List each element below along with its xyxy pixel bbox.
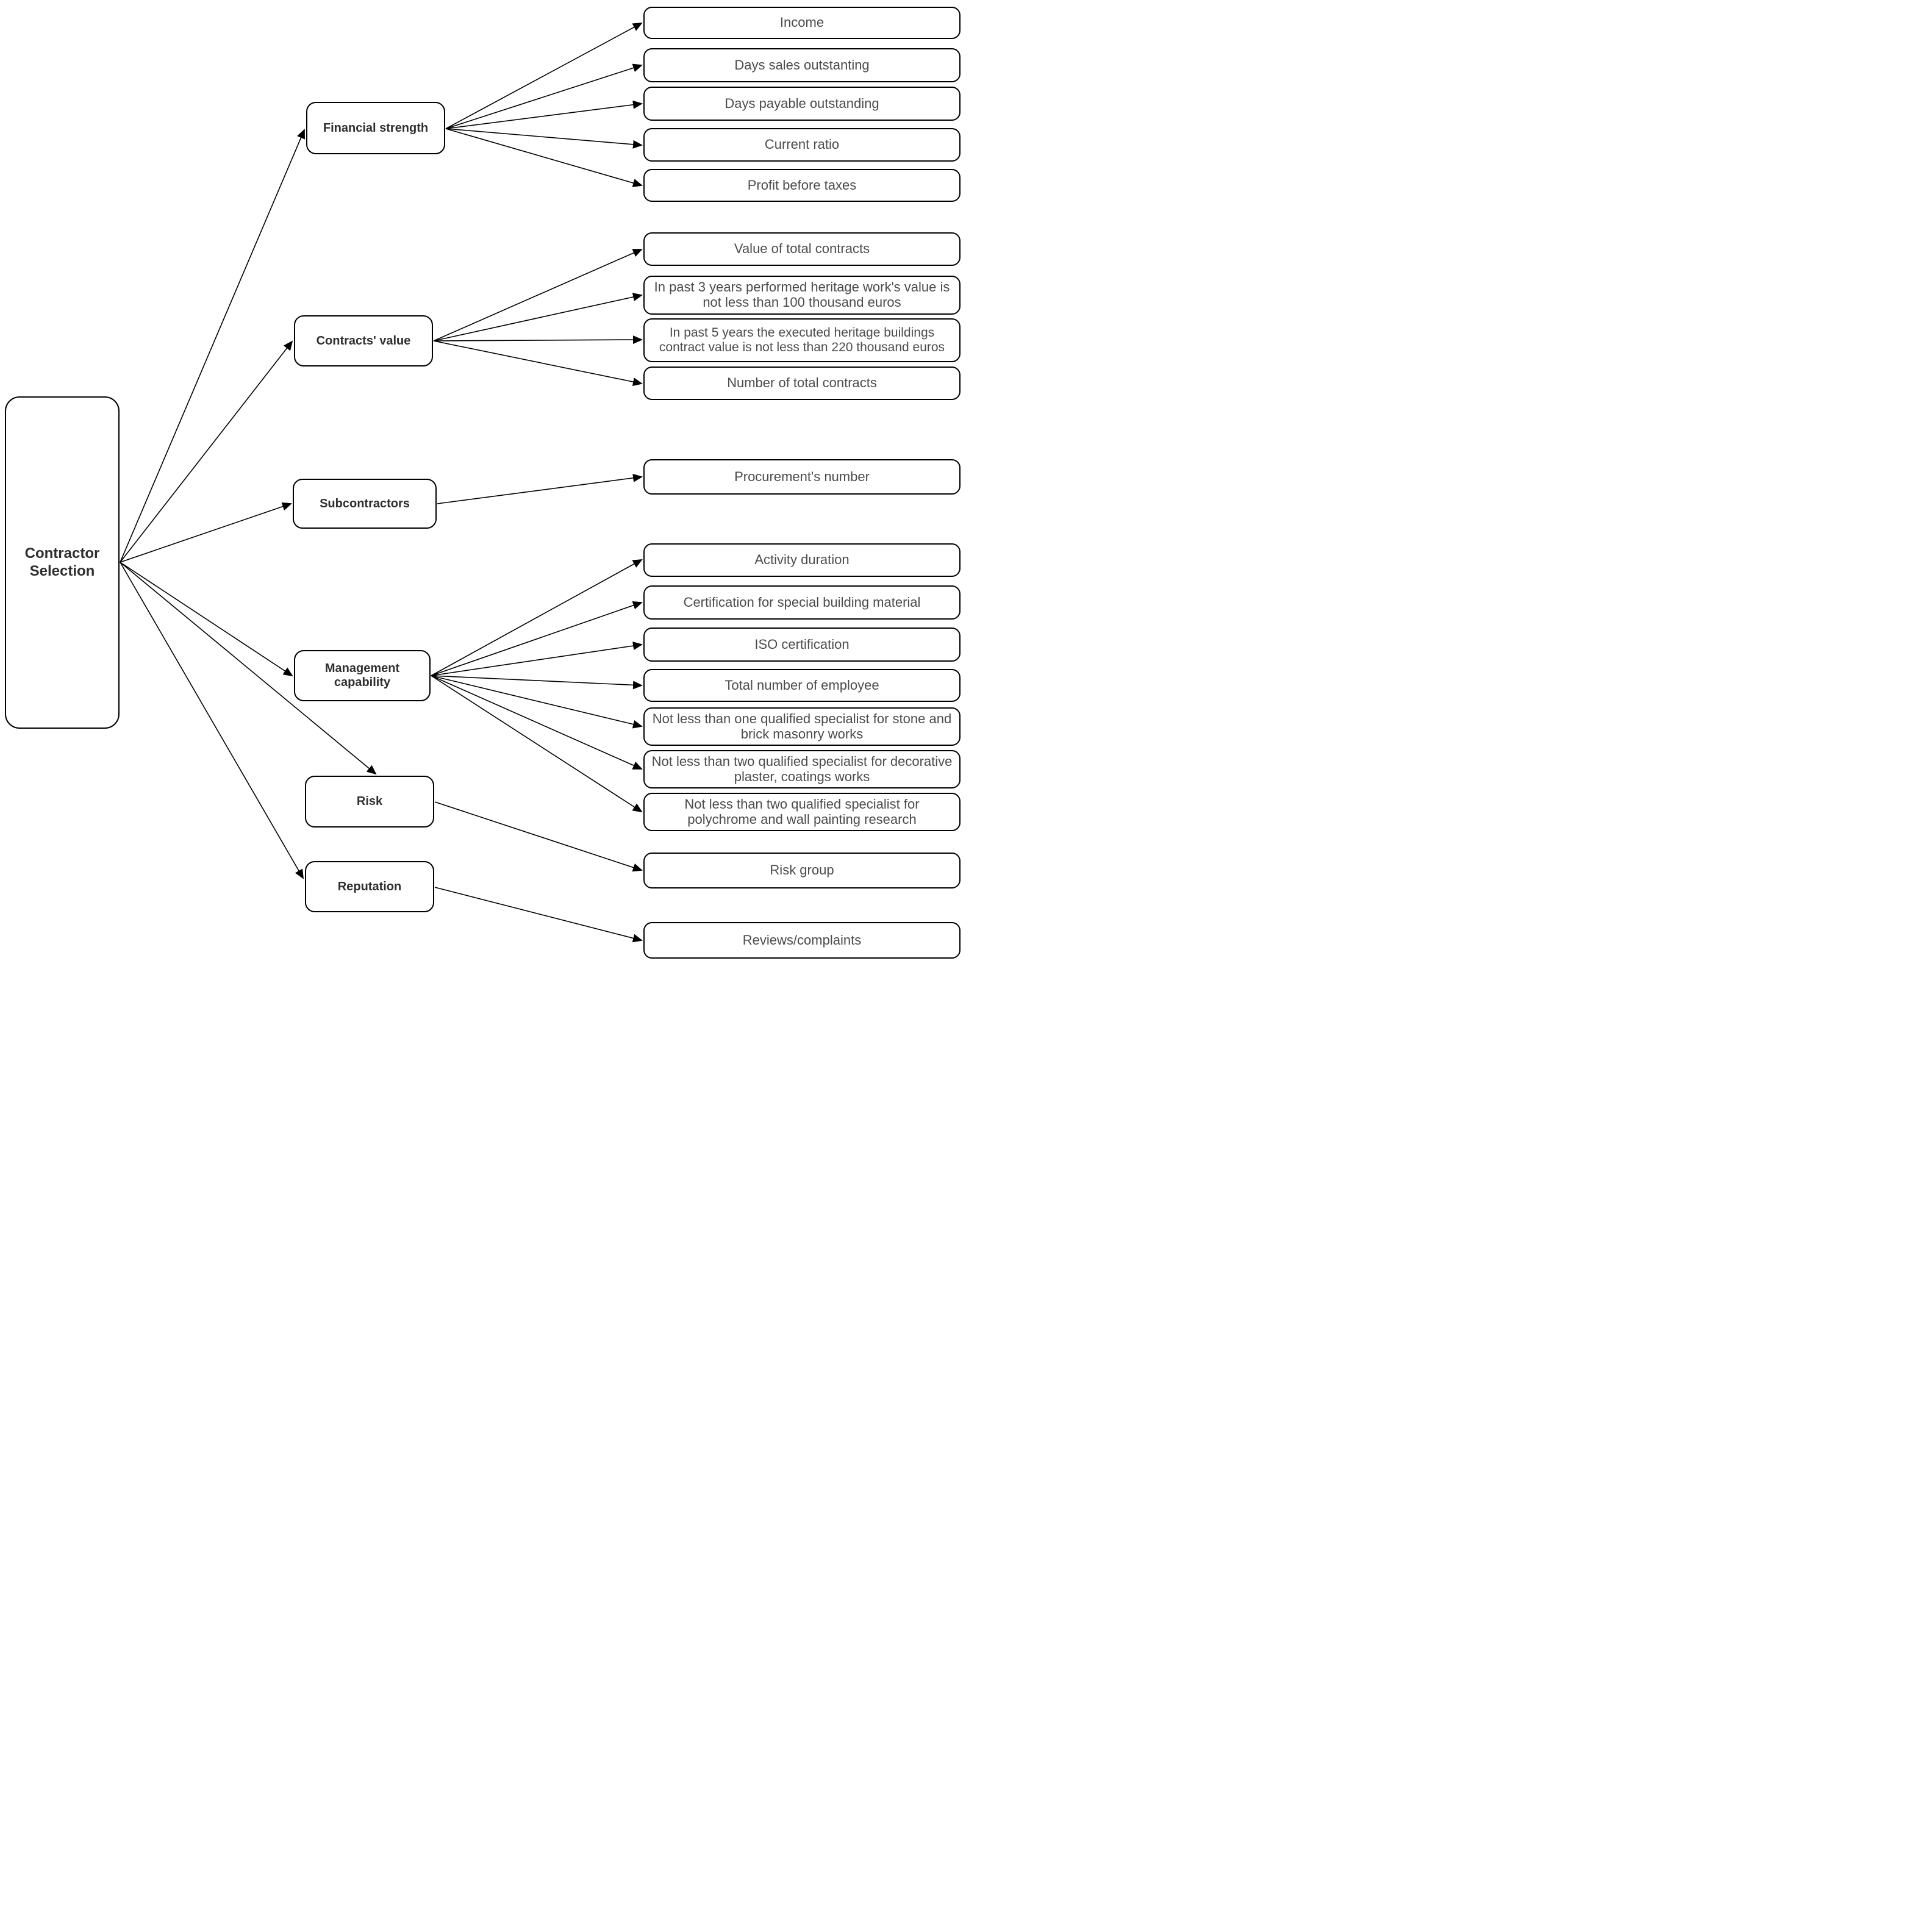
criterion-label: Reputation [337, 879, 402, 893]
leaf-label: In past 3 years performed heritage work'… [654, 279, 950, 310]
criterion-label: Financial strength [323, 121, 429, 135]
criterion-reputation: Reputation [305, 861, 434, 912]
criterion-contracts-value: Contracts' value [294, 315, 433, 366]
leaf-activity-duration: Activity duration [643, 543, 961, 577]
leaf-label: Profit before taxes [747, 177, 857, 193]
leaf-label: Total number of employee [724, 677, 879, 693]
leaf-label: Days payable outstanding [724, 95, 879, 111]
leaf-procurements-number: Procurement's number [643, 459, 961, 495]
leaf-days-sales-outstanting: Days sales outstanting [643, 48, 961, 82]
leaf-income: Income [643, 7, 961, 39]
criterion-label: Management capability [324, 662, 400, 689]
leaf-specialist-stone-brick-masonry: Not less than one qualified specialist f… [643, 707, 961, 746]
criterion-management-capability: Management capability [294, 650, 431, 701]
diagram-canvas: Contractor Selection Financial strength … [0, 0, 966, 964]
root-node-contractor-selection: Contractor Selection [5, 396, 120, 729]
leaf-specialist-decorative-plaster-coatings: Not less than two qualified specialist f… [643, 750, 961, 788]
leaf-label: Activity duration [754, 552, 850, 568]
criterion-subcontractors: Subcontractors [293, 479, 437, 529]
leaf-value-of-total-contracts: Value of total contracts [643, 232, 961, 266]
criterion-label: Risk [356, 795, 383, 808]
leaf-label: Procurement's number [734, 468, 870, 484]
leaf-reviews-complaints: Reviews/complaints [643, 922, 961, 959]
leaf-number-of-total-contracts: Number of total contracts [643, 366, 961, 400]
leaf-label: Reviews/complaints [742, 932, 862, 948]
leaf-label: Not less than two qualified specialist f… [684, 796, 920, 827]
leaf-label: Not less than one qualified specialist f… [652, 710, 952, 742]
leaf-label: Certification for special building mater… [683, 594, 921, 610]
connector-lines [120, 23, 643, 943]
leaf-specialist-polychrome-wall-painting: Not less than two qualified specialist f… [643, 793, 961, 831]
leaf-days-payable-outstanding: Days payable outstanding [643, 87, 961, 121]
leaf-label: Income [779, 15, 825, 30]
criterion-risk: Risk [305, 776, 434, 828]
leaf-label: Risk group [770, 862, 834, 878]
root-node-label: Contractor Selection [24, 545, 100, 579]
leaf-past-5-years-heritage-buildings: In past 5 years the executed heritage bu… [643, 318, 961, 362]
leaf-iso-certification: ISO certification [643, 627, 961, 662]
leaf-label: Not less than two qualified specialist f… [651, 753, 953, 784]
leaf-label: Value of total contracts [734, 241, 870, 257]
criterion-financial-strength: Financial strength [306, 102, 445, 154]
criterion-label: Subcontractors [320, 496, 410, 510]
leaf-label: Days sales outstanting [734, 57, 870, 73]
leaf-risk-group: Risk group [643, 853, 961, 888]
leaf-label: ISO certification [754, 636, 850, 652]
leaf-current-ratio: Current ratio [643, 128, 961, 162]
leaf-total-number-of-employee: Total number of employee [643, 669, 961, 702]
leaf-label: In past 5 years the executed heritage bu… [659, 326, 945, 354]
leaf-past-3-years-heritage-work: In past 3 years performed heritage work'… [643, 276, 961, 315]
criterion-label: Contracts' value [316, 334, 411, 348]
leaf-certification-special-building-material: Certification for special building mater… [643, 585, 961, 620]
leaf-label: Number of total contracts [727, 375, 877, 391]
leaf-label: Current ratio [764, 137, 840, 152]
leaf-profit-before-taxes: Profit before taxes [643, 169, 961, 202]
